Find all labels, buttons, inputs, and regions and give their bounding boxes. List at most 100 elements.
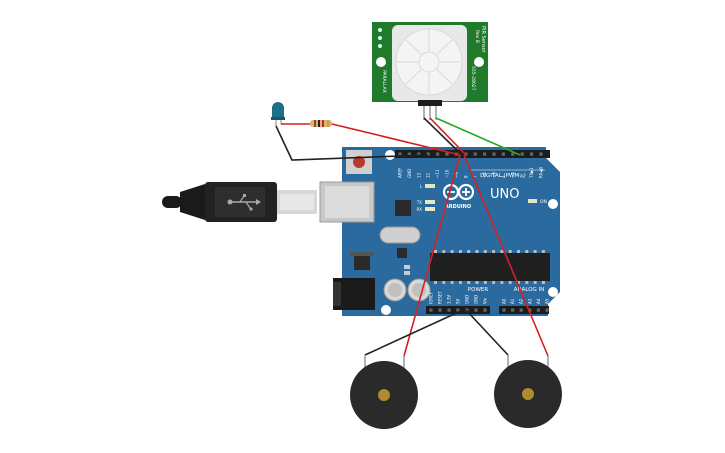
pin-label: TX▶1 xyxy=(529,167,534,179)
pin-label: GND xyxy=(474,295,479,304)
small-chip xyxy=(397,248,407,258)
wire-buzzer1-red xyxy=(403,154,461,357)
header-pin[interactable] xyxy=(530,152,534,156)
wire-buzzer2-red xyxy=(463,154,549,357)
usb-chip xyxy=(395,200,411,216)
wire-pir-gnd xyxy=(423,117,463,156)
pin-label: A3 xyxy=(527,298,532,304)
resistor xyxy=(310,120,332,127)
voltage-regulator xyxy=(354,256,370,270)
pin-label: A2 xyxy=(519,298,524,304)
header-pin[interactable] xyxy=(545,308,549,312)
header-pin[interactable] xyxy=(528,308,532,312)
digital-header xyxy=(395,150,550,158)
header-pin[interactable] xyxy=(536,308,540,312)
wire-pir-vcc xyxy=(429,117,467,156)
power-led xyxy=(528,199,537,203)
pir-sensor: PIR Sensor Rev B 555-28027 PARALLAX xyxy=(372,22,488,120)
brand-label: ARDUINO xyxy=(445,204,471,210)
pin-label: GND xyxy=(465,295,470,304)
pin-label: 2 xyxy=(520,175,525,178)
header-pin[interactable] xyxy=(445,152,449,156)
led xyxy=(271,102,285,126)
pin-label: Vin xyxy=(483,297,488,304)
mounting-hole xyxy=(385,150,395,160)
pin-label: ~5 xyxy=(492,172,497,178)
header-pin[interactable] xyxy=(483,152,487,156)
wire-buzzer2-black xyxy=(465,309,509,356)
header-pin[interactable] xyxy=(539,152,543,156)
pin-label: A0 xyxy=(502,298,507,304)
led-label-l: L xyxy=(420,184,423,189)
analog-header xyxy=(499,306,549,314)
arduino-board: L TX RX ON ARDUINO UNO AREF GND 13 12 ~11 ~10… xyxy=(319,147,560,316)
header-pin[interactable] xyxy=(511,152,515,156)
crystal-oscillator xyxy=(379,226,421,244)
pin-label: 12 xyxy=(426,172,431,178)
pin-label: A5 xyxy=(545,298,550,304)
pin-label: 5V xyxy=(456,298,461,304)
capacitor xyxy=(407,278,431,302)
pin-label: A1 xyxy=(510,298,515,304)
wires xyxy=(275,117,549,357)
power-header-label: POWER xyxy=(468,287,489,293)
header-pin[interactable] xyxy=(436,152,440,156)
mounting-hole xyxy=(548,199,558,209)
analog-header-label: ANALOG IN xyxy=(514,287,545,293)
header-pin[interactable] xyxy=(473,152,477,156)
header-pin[interactable] xyxy=(407,152,411,156)
header-pin[interactable] xyxy=(483,308,487,312)
header-pin[interactable] xyxy=(501,152,505,156)
pin-label: ~10 xyxy=(445,169,450,178)
pir-pin-header xyxy=(418,100,442,106)
pin-label: ~9 xyxy=(454,172,459,178)
pin-label: ~11 xyxy=(435,169,440,178)
pin-label: 4 xyxy=(501,175,506,178)
mounting-hole xyxy=(381,305,391,315)
led-label-rx: RX xyxy=(416,207,422,212)
pin-label: RX◀0 xyxy=(539,166,544,178)
pin-label: GND xyxy=(407,169,412,178)
header-pin[interactable] xyxy=(438,308,442,312)
header-pin[interactable] xyxy=(447,308,451,312)
pir-label-model: PIR Sensor xyxy=(480,26,486,54)
pir-brand: PARALLAX xyxy=(381,70,387,93)
header-pin[interactable] xyxy=(426,152,430,156)
microcontroller-chip xyxy=(430,253,550,281)
usb-cable xyxy=(162,182,317,222)
capacitor xyxy=(383,278,407,302)
on-label: ON xyxy=(540,199,547,205)
status-leds: L TX RX xyxy=(416,184,435,212)
buzzer xyxy=(494,355,562,428)
wire-resistor-pin xyxy=(331,123,461,156)
mounting-hole xyxy=(548,287,558,297)
header-pin[interactable] xyxy=(398,152,402,156)
pin-label: ~3 xyxy=(510,172,515,178)
pir-part-number: 555-28027 xyxy=(470,66,476,91)
header-pin[interactable] xyxy=(511,308,515,312)
pin-label: 13 xyxy=(416,172,421,178)
header-pin[interactable] xyxy=(474,308,478,312)
header-pin[interactable] xyxy=(429,308,433,312)
pin-label: IOREF xyxy=(429,291,434,304)
header-pin[interactable] xyxy=(520,152,524,156)
usb-icon xyxy=(227,194,261,211)
pin-label: 8 xyxy=(463,175,468,178)
wire-pir-signal xyxy=(435,117,521,156)
pin-label: A4 xyxy=(536,298,541,304)
pin-label: ~6 xyxy=(482,172,487,178)
pin-label: 3.3V xyxy=(447,295,452,304)
wire-buzzer1-black xyxy=(364,309,464,356)
header-pin[interactable] xyxy=(456,308,460,312)
header-pin[interactable] xyxy=(502,308,506,312)
header-pin[interactable] xyxy=(492,152,496,156)
pin-label: 7 xyxy=(473,175,478,178)
header-pin[interactable] xyxy=(519,308,523,312)
pin-label: AREF xyxy=(398,167,403,178)
pir-label-rev: Rev B xyxy=(474,30,480,43)
model-label: UNO xyxy=(490,187,519,202)
buzzer xyxy=(350,355,418,429)
header-pin[interactable] xyxy=(417,152,421,156)
led-label-tx: TX xyxy=(416,200,422,205)
